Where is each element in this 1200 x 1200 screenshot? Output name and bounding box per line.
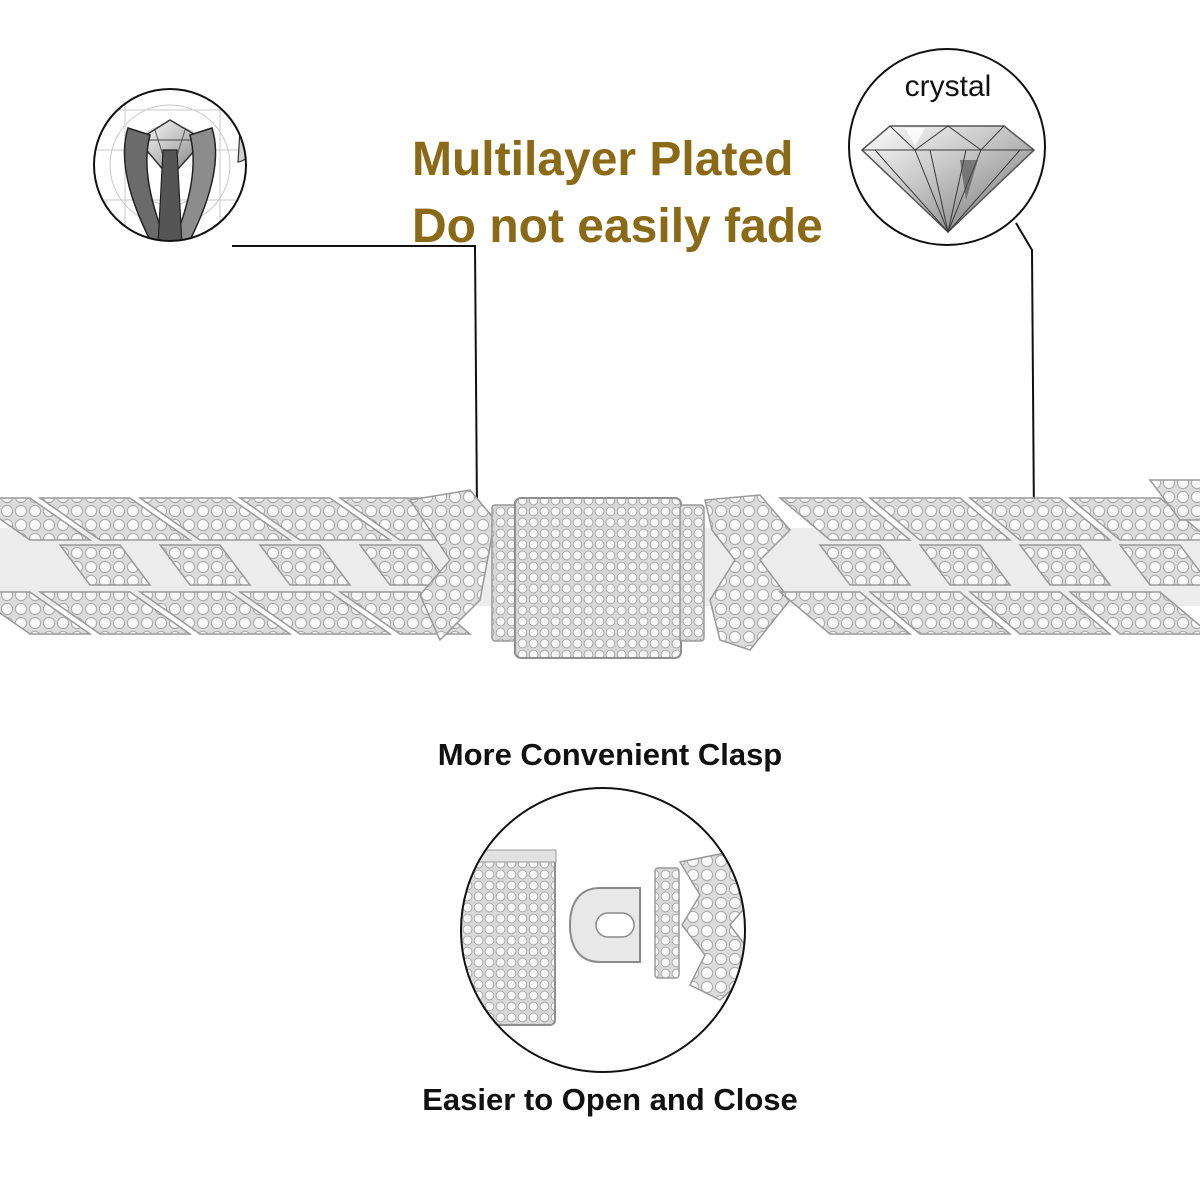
prong-setting-detail <box>93 88 247 242</box>
callout-line-crystal <box>1015 222 1035 523</box>
headline-multilayer-plated: Multilayer Plated <box>412 133 794 186</box>
headline-do-not-fade: Do not easily fade <box>412 200 823 253</box>
crystal-detail <box>848 48 1046 246</box>
callout-lines <box>232 222 1035 523</box>
cuban-chain <box>0 479 1200 659</box>
callout-line-prong <box>232 245 478 513</box>
clasp-caption-open-close: Easier to Open and Close <box>422 1082 798 1117</box>
crystal-label: crystal <box>904 70 992 103</box>
clasp-caption-convenient: More Convenient Clasp <box>437 737 783 772</box>
clasp-detail <box>460 787 746 1073</box>
